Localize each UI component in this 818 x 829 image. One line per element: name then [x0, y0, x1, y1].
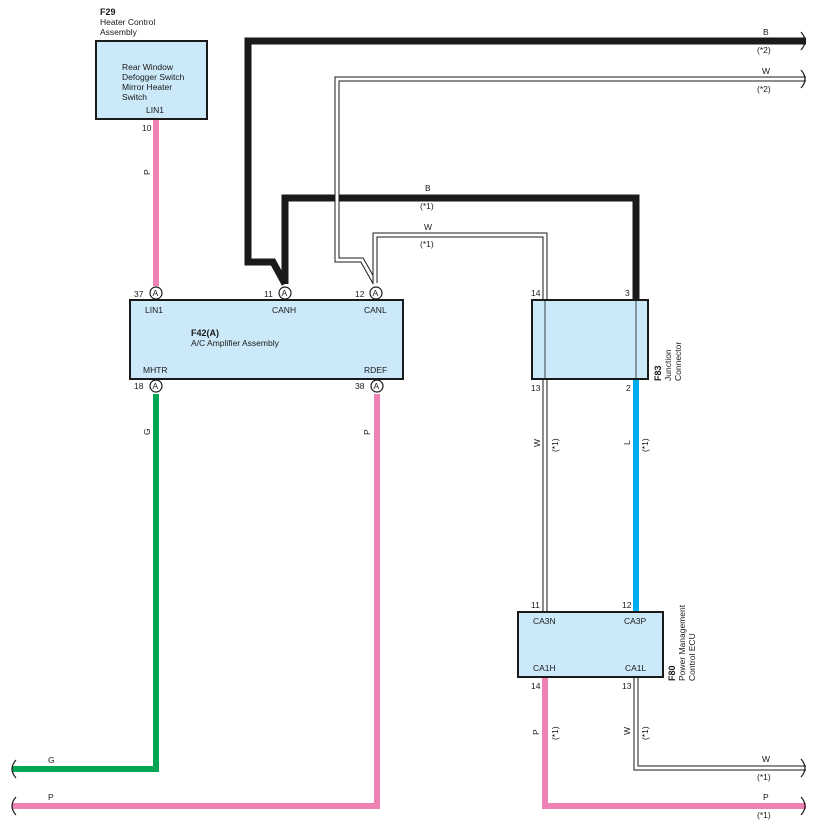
label-ca1l-note: (*1)	[640, 726, 650, 740]
wire-canl-top-white-inner	[335, 77, 806, 284]
f83-pin-top-left: 14	[531, 288, 541, 298]
f29-box-line4: Switch	[122, 92, 147, 102]
label-canh-top-note: (*2)	[757, 45, 771, 55]
f83-name-line1: Junction	[663, 349, 673, 381]
f29-name-line2: Assembly	[100, 27, 138, 37]
label-ca1h-color: P	[531, 729, 541, 735]
f29-code: F29	[100, 7, 116, 17]
wire-rdef-pink	[12, 394, 380, 809]
edge-brace-top-w	[800, 69, 806, 89]
label-canl-top-color: W	[762, 66, 770, 76]
label-junction-l-note: (*1)	[640, 438, 650, 452]
f80-pin-ca3n-label: CA3N	[533, 616, 556, 626]
f42-pin-canl-number: 12	[355, 289, 365, 299]
label-mhtr-color: G	[142, 428, 152, 435]
f42-pin-mhtr-label: MHTR	[143, 365, 168, 375]
wire-canh-mid-black	[281, 194, 640, 300]
f80-pin-ca3p-label: CA3P	[624, 616, 647, 626]
f42-connector-canl	[369, 286, 383, 300]
label-bottom-p-note: (*1)	[757, 810, 771, 820]
f83-pin-bottom-right: 2	[626, 383, 631, 393]
label-bottom-w-color: W	[762, 754, 770, 764]
f42-pin-rdef-number: 38	[355, 381, 365, 391]
f29-name-line1: Heater Control	[100, 17, 155, 27]
f42-pin-mhtr-number: 18	[134, 381, 144, 391]
f80-code: F80	[667, 665, 677, 681]
f42-connector-canl-letter: A	[373, 288, 379, 298]
label-bottom-p-color: P	[763, 792, 769, 802]
label-ca1l-color: W	[622, 727, 632, 735]
wire-ca1h-pink	[542, 678, 806, 809]
edge-brace-top-b	[800, 31, 806, 51]
f42-box	[129, 299, 404, 380]
f29-box	[95, 40, 208, 120]
label-rdef-color: P	[362, 429, 372, 435]
f42-connector-lin1	[149, 286, 163, 300]
label-junction-w-note: (*1)	[550, 438, 560, 452]
f42-connector-rdef-letter: A	[374, 381, 380, 391]
f42-connector-lin1-letter: A	[153, 288, 159, 298]
edge-brace-left-p	[11, 796, 17, 816]
label-canh-mid-note: (*1)	[420, 201, 434, 211]
wire-ca1l-white-inner	[634, 678, 806, 770]
f42-pin-rdef-label: RDEF	[364, 365, 387, 375]
f29-box-line1: Rear Window	[122, 62, 174, 72]
f80-name-line2: Control ECU	[687, 633, 697, 681]
f83-pin-bottom-left: 13	[531, 383, 541, 393]
label-left-p-color: P	[48, 792, 54, 802]
edge-brace-bottom-p	[800, 796, 806, 816]
f42-pin-canh-number: 11	[264, 289, 273, 299]
f42-connector-canh	[278, 286, 292, 300]
f80-pin-ca1l-label: CA1L	[625, 663, 647, 673]
label-junction-l-color: L	[622, 440, 632, 445]
f80-name-line1: Power Management	[677, 604, 687, 681]
label-bottom-w-note: (*1)	[757, 772, 771, 782]
label-lin-color: P	[142, 169, 152, 175]
edge-brace-bottom-w	[800, 758, 806, 778]
label-canl-mid-color: W	[424, 222, 432, 232]
label-junction-w-color: W	[532, 439, 542, 447]
f42-pin-lin1-label: LIN1	[145, 305, 163, 315]
wire-ca1l-white-outer	[633, 678, 806, 771]
f80-box	[517, 611, 664, 678]
f29-box-line2: Defogger Switch	[122, 72, 185, 82]
wire-canl-mid-white-outer	[372, 232, 548, 300]
f42-pin-canl-label: CANL	[364, 305, 387, 315]
label-left-g-color: G	[48, 755, 55, 765]
f42-pin-lin1-number: 37	[134, 289, 144, 299]
f83-code: F83	[653, 365, 663, 381]
f80-pin-ca1h-number: 14	[531, 681, 541, 691]
label-canl-mid-note: (*1)	[420, 239, 434, 249]
f80-pin-ca1l-number: 13	[622, 681, 632, 691]
edge-brace-left-g	[11, 759, 17, 779]
f42-pin-canh-label: CANH	[272, 305, 296, 315]
f80-pin-ca3p-number: 12	[622, 600, 632, 610]
f42-connector-mhtr-letter: A	[153, 381, 159, 391]
f29-pin-label: LIN1	[146, 105, 164, 115]
f80-pin-ca1h-label: CA1H	[533, 663, 556, 673]
f83-pin-top-right: 3	[625, 288, 630, 298]
f29-box-line3: Mirror Heater	[122, 82, 172, 92]
wire-canl-mid-white-inner	[373, 233, 547, 300]
wire-canl-top-white-outer	[334, 76, 806, 285]
f80-pin-ca3n-number: 11	[531, 600, 540, 610]
f83-box	[531, 299, 649, 380]
f42-connector-canh-letter: A	[282, 288, 288, 298]
f42-connector-rdef	[370, 379, 384, 393]
wire-mhtr-green	[12, 394, 159, 772]
label-canl-top-note: (*2)	[757, 84, 771, 94]
f29-pin-number: 10	[142, 123, 152, 133]
f83-name-line2: Connector	[673, 342, 683, 381]
label-canh-top-color: B	[763, 27, 769, 37]
label-canh-mid-color: B	[425, 183, 431, 193]
f42-connector-mhtr	[149, 379, 163, 393]
label-ca1h-note: (*1)	[550, 726, 560, 740]
wire-canh-top-black	[244, 37, 806, 286]
f42-code: F42(A)	[191, 328, 219, 338]
f42-name: A/C Amplifier Assembly	[191, 338, 280, 348]
